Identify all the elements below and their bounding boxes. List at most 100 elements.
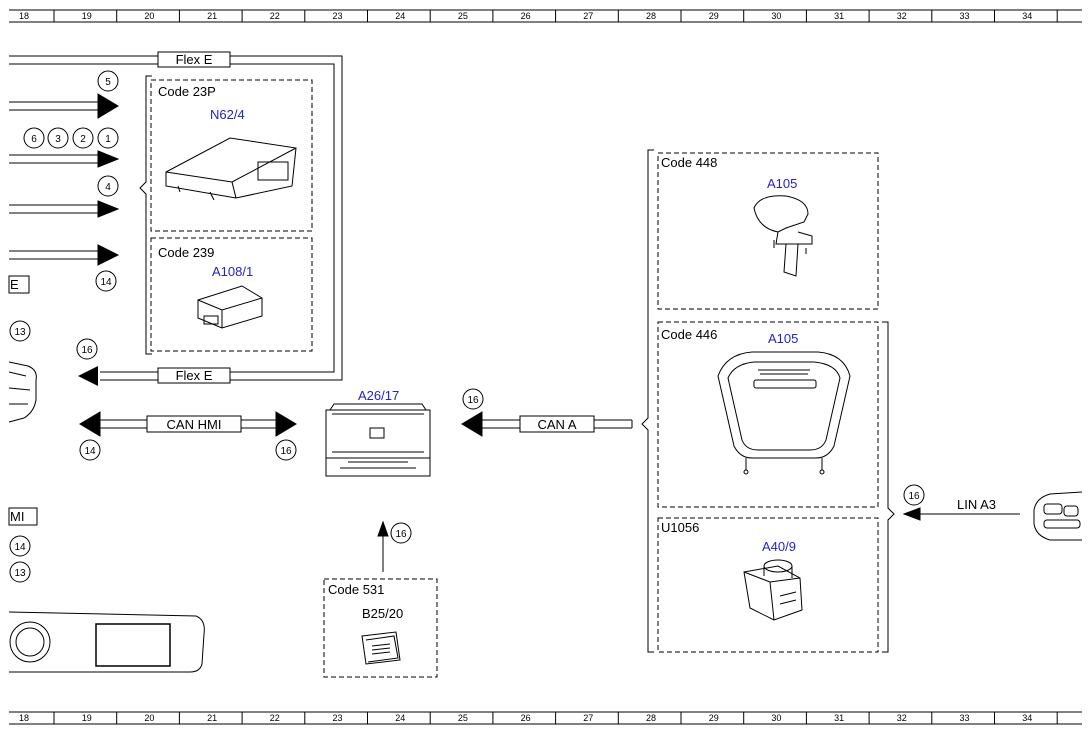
ref-16-a: 16 (81, 345, 93, 356)
left-partial-component-top (8, 361, 37, 423)
ref-16-e: 16 (395, 529, 407, 540)
ruler-ticks: 1818191920202121222223232424252526262727… (19, 10, 1058, 724)
ruler-label: 21 (207, 713, 217, 723)
a26-17-label: A26/17 (358, 388, 399, 403)
ruler-label: 26 (521, 713, 531, 723)
ruler-label: 32 (897, 713, 907, 723)
ruler-label: 33 (959, 713, 969, 723)
ruler-label: 21 (207, 11, 217, 21)
left-tag-e-box (8, 275, 30, 294)
code-239-box (150, 237, 313, 352)
ruler-label: 33 (959, 11, 969, 21)
a108-1-module-image (197, 285, 263, 329)
ruler-label: 28 (646, 713, 656, 723)
ruler-label: 18 (19, 713, 29, 723)
flex-e-bottom-box (157, 367, 231, 384)
code-531-label: Code 531 (328, 582, 384, 597)
n62-4-label: N62/4 (210, 107, 245, 122)
ref-16-d: 16 (908, 491, 920, 502)
ref-1: 1 (105, 134, 111, 145)
left-tag-e: E (10, 277, 19, 292)
ruler-label: 20 (144, 713, 154, 723)
u1056-box (657, 517, 879, 653)
ref-16-c: 16 (467, 395, 479, 406)
ruler-label: 27 (583, 713, 593, 723)
a108-1-label: A108/1 (212, 264, 253, 279)
ref-3: 3 (55, 134, 61, 145)
ruler-label: 34 (1022, 11, 1032, 21)
ref-numbers: 5 6 3 2 1 4 14 13 16 14 16 16 16 16 14 1… (14, 77, 920, 579)
can-a-line (461, 411, 633, 437)
flex-e-loop (9, 55, 343, 381)
a26-17-module-image (325, 403, 431, 477)
right-group-frame (641, 149, 895, 653)
ruler-label: 32 (897, 11, 907, 21)
u1056-label: U1056 (661, 520, 699, 535)
ruler-label: 24 (395, 713, 405, 723)
ref-13-b: 13 (14, 568, 26, 579)
ruler-label: 28 (646, 11, 656, 21)
b25-20-sensor-image (361, 631, 401, 665)
a105-top-label: A105 (767, 176, 797, 191)
can-a-box (519, 415, 595, 433)
a105-center-console-image (717, 351, 851, 475)
code-239-label: Code 239 (158, 245, 214, 260)
ruler-label: 19 (82, 11, 92, 21)
ref-circles (9, 70, 925, 583)
ref-4: 4 (105, 182, 111, 193)
left-input-arrows (9, 93, 120, 266)
a40-9-label: A40/9 (762, 539, 796, 554)
ruler-label: 24 (395, 11, 405, 21)
can-hmi-box (146, 415, 242, 433)
ref-14-c: 14 (14, 542, 26, 553)
ruler-label: 20 (144, 11, 154, 21)
can-a-label: CAN A (537, 417, 576, 432)
right-partial-switch-panel (1033, 491, 1083, 541)
ref-14-a: 14 (100, 277, 112, 288)
code-448-box (657, 152, 879, 310)
code-446-box (657, 321, 879, 508)
flex-e-top-label: Flex E (176, 52, 213, 67)
top-ruler (9, 9, 1082, 23)
left-tag-mi-box (8, 507, 38, 526)
n62-4-module-image (165, 137, 297, 201)
ruler-label: 31 (834, 11, 844, 21)
code-23p-239-group-frame (139, 75, 152, 355)
code-446-label: Code 446 (661, 327, 717, 342)
left-partial-instrument-cluster (8, 611, 205, 673)
ref-16-b: 16 (280, 446, 292, 457)
ruler-label: 18 (19, 11, 29, 21)
lin-a3-label: LIN A3 (957, 497, 996, 512)
ruler-label: 27 (583, 11, 593, 21)
ruler-label: 34 (1022, 713, 1032, 723)
ruler-label: 26 (521, 11, 531, 21)
a105-mid-label: A105 (768, 331, 798, 346)
ruler-label: 22 (270, 713, 280, 723)
ruler-label: 23 (332, 713, 342, 723)
lin-a3-line (902, 507, 1020, 521)
a105-gear-selector-image (753, 195, 813, 277)
code-23p-box (150, 79, 313, 232)
b25-20-signal-arrow (377, 520, 389, 572)
flex-e-arrow-left (78, 366, 98, 386)
bottom-ruler (9, 711, 1082, 725)
ruler-label: 30 (771, 11, 781, 21)
ruler-label: 30 (771, 713, 781, 723)
ruler-label: 25 (458, 11, 468, 21)
ref-2: 2 (80, 134, 86, 145)
flex-e-bottom-label: Flex E (176, 368, 213, 383)
b25-20-label: B25/20 (362, 606, 403, 621)
left-tag-mi: MI (10, 509, 24, 524)
code-531-box (323, 578, 438, 678)
ruler-label: 22 (270, 11, 280, 21)
code-23p-label: Code 23P (158, 84, 216, 99)
code-448-label: Code 448 (661, 155, 717, 170)
ruler-label: 19 (82, 713, 92, 723)
flex-e-top-box (157, 51, 231, 68)
ref-14-b: 14 (84, 446, 96, 457)
ruler-label: 25 (458, 713, 468, 723)
ref-6: 6 (31, 134, 37, 145)
ruler-label: 23 (332, 11, 342, 21)
ref-5: 5 (105, 77, 111, 88)
